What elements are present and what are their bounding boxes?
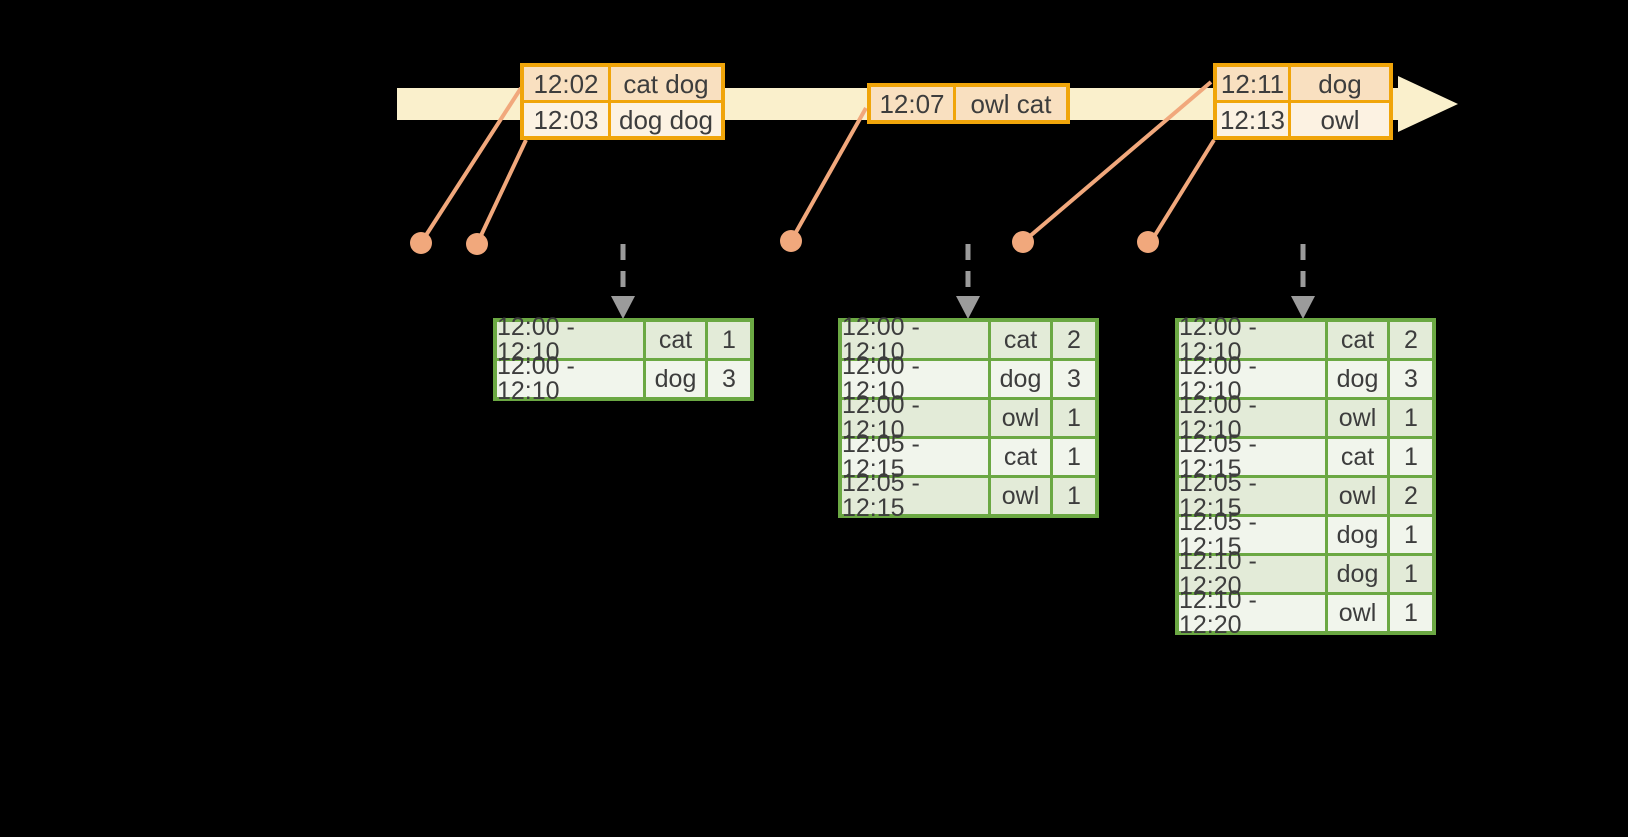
result-word-cell: dog [646, 361, 705, 397]
event-words-cell: owl cat [956, 87, 1066, 120]
result-count-cell: 3 [1053, 361, 1095, 397]
event-time-cell: 12:03 [524, 103, 608, 136]
result-word-cell: owl [1328, 595, 1387, 631]
event-words-cell: dog dog [611, 103, 721, 136]
result-count-cell: 1 [1390, 595, 1432, 631]
trigger-arrowhead-icon [956, 296, 980, 319]
result-count-cell: 1 [1390, 400, 1432, 436]
result-word-cell: owl [1328, 400, 1387, 436]
result-count-cell: 1 [1053, 478, 1095, 514]
result-window-cell: 12:00 - 12:10 [842, 354, 988, 404]
result-count-cell: 2 [1053, 322, 1095, 358]
result-count-cell: 1 [1390, 556, 1432, 592]
result-window-cell: 12:05 - 12:15 [842, 471, 988, 521]
event-dot-icon [1012, 231, 1034, 253]
event-words-cell: dog [1291, 67, 1389, 100]
result-word-cell: dog [1328, 556, 1387, 592]
connector-line [475, 139, 528, 245]
result-word-cell: owl [991, 400, 1050, 436]
result-window-cell: 12:00 - 12:10 [1179, 315, 1325, 365]
result-word-cell: cat [646, 322, 705, 358]
event-dot-icon [1137, 231, 1159, 253]
result-word-cell: owl [991, 478, 1050, 514]
connector-line [1021, 80, 1213, 244]
connector-line [1150, 138, 1216, 242]
result-count-cell: 1 [1053, 439, 1095, 475]
event-dot-icon [780, 230, 802, 252]
result-count-cell: 1 [1390, 517, 1432, 553]
result-window-cell: 12:00 - 12:10 [497, 354, 643, 404]
result-word-cell: dog [1328, 361, 1387, 397]
event-dot-icon [410, 232, 432, 254]
event-time-cell: 12:07 [871, 87, 953, 120]
timeline-arrowhead-icon [1398, 76, 1458, 132]
result-word-cell: cat [1328, 439, 1387, 475]
result-word-cell: dog [1328, 517, 1387, 553]
result-count-cell: 1 [1053, 400, 1095, 436]
result-count-cell: 2 [1390, 478, 1432, 514]
result-window-cell: 12:05 - 12:15 [1179, 471, 1325, 521]
result-count-cell: 3 [1390, 361, 1432, 397]
result-count-cell: 1 [1390, 439, 1432, 475]
result-word-cell: owl [1328, 478, 1387, 514]
result-window-cell: 12:10 - 12:20 [1179, 588, 1325, 638]
result-count-cell: 1 [708, 322, 750, 358]
event-time-cell: 12:13 [1217, 103, 1288, 136]
event-time-cell: 12:11 [1217, 67, 1288, 100]
trigger-arrowhead-icon [611, 296, 635, 319]
trigger-arrowhead-icon [1291, 296, 1315, 319]
result-word-cell: cat [1328, 322, 1387, 358]
event-words-cell: owl [1291, 103, 1389, 136]
event-time-cell: 12:02 [524, 67, 608, 100]
result-word-cell: cat [991, 439, 1050, 475]
result-window-cell: 12:00 - 12:10 [842, 315, 988, 365]
event-dot-icon [466, 233, 488, 255]
result-word-cell: dog [991, 361, 1050, 397]
event-words-cell: cat dog [611, 67, 721, 100]
result-count-cell: 2 [1390, 322, 1432, 358]
connector-line [419, 86, 523, 245]
result-word-cell: cat [991, 322, 1050, 358]
result-window-cell: 12:05 - 12:15 [842, 432, 988, 482]
result-count-cell: 3 [708, 361, 750, 397]
connector-line [789, 107, 868, 242]
